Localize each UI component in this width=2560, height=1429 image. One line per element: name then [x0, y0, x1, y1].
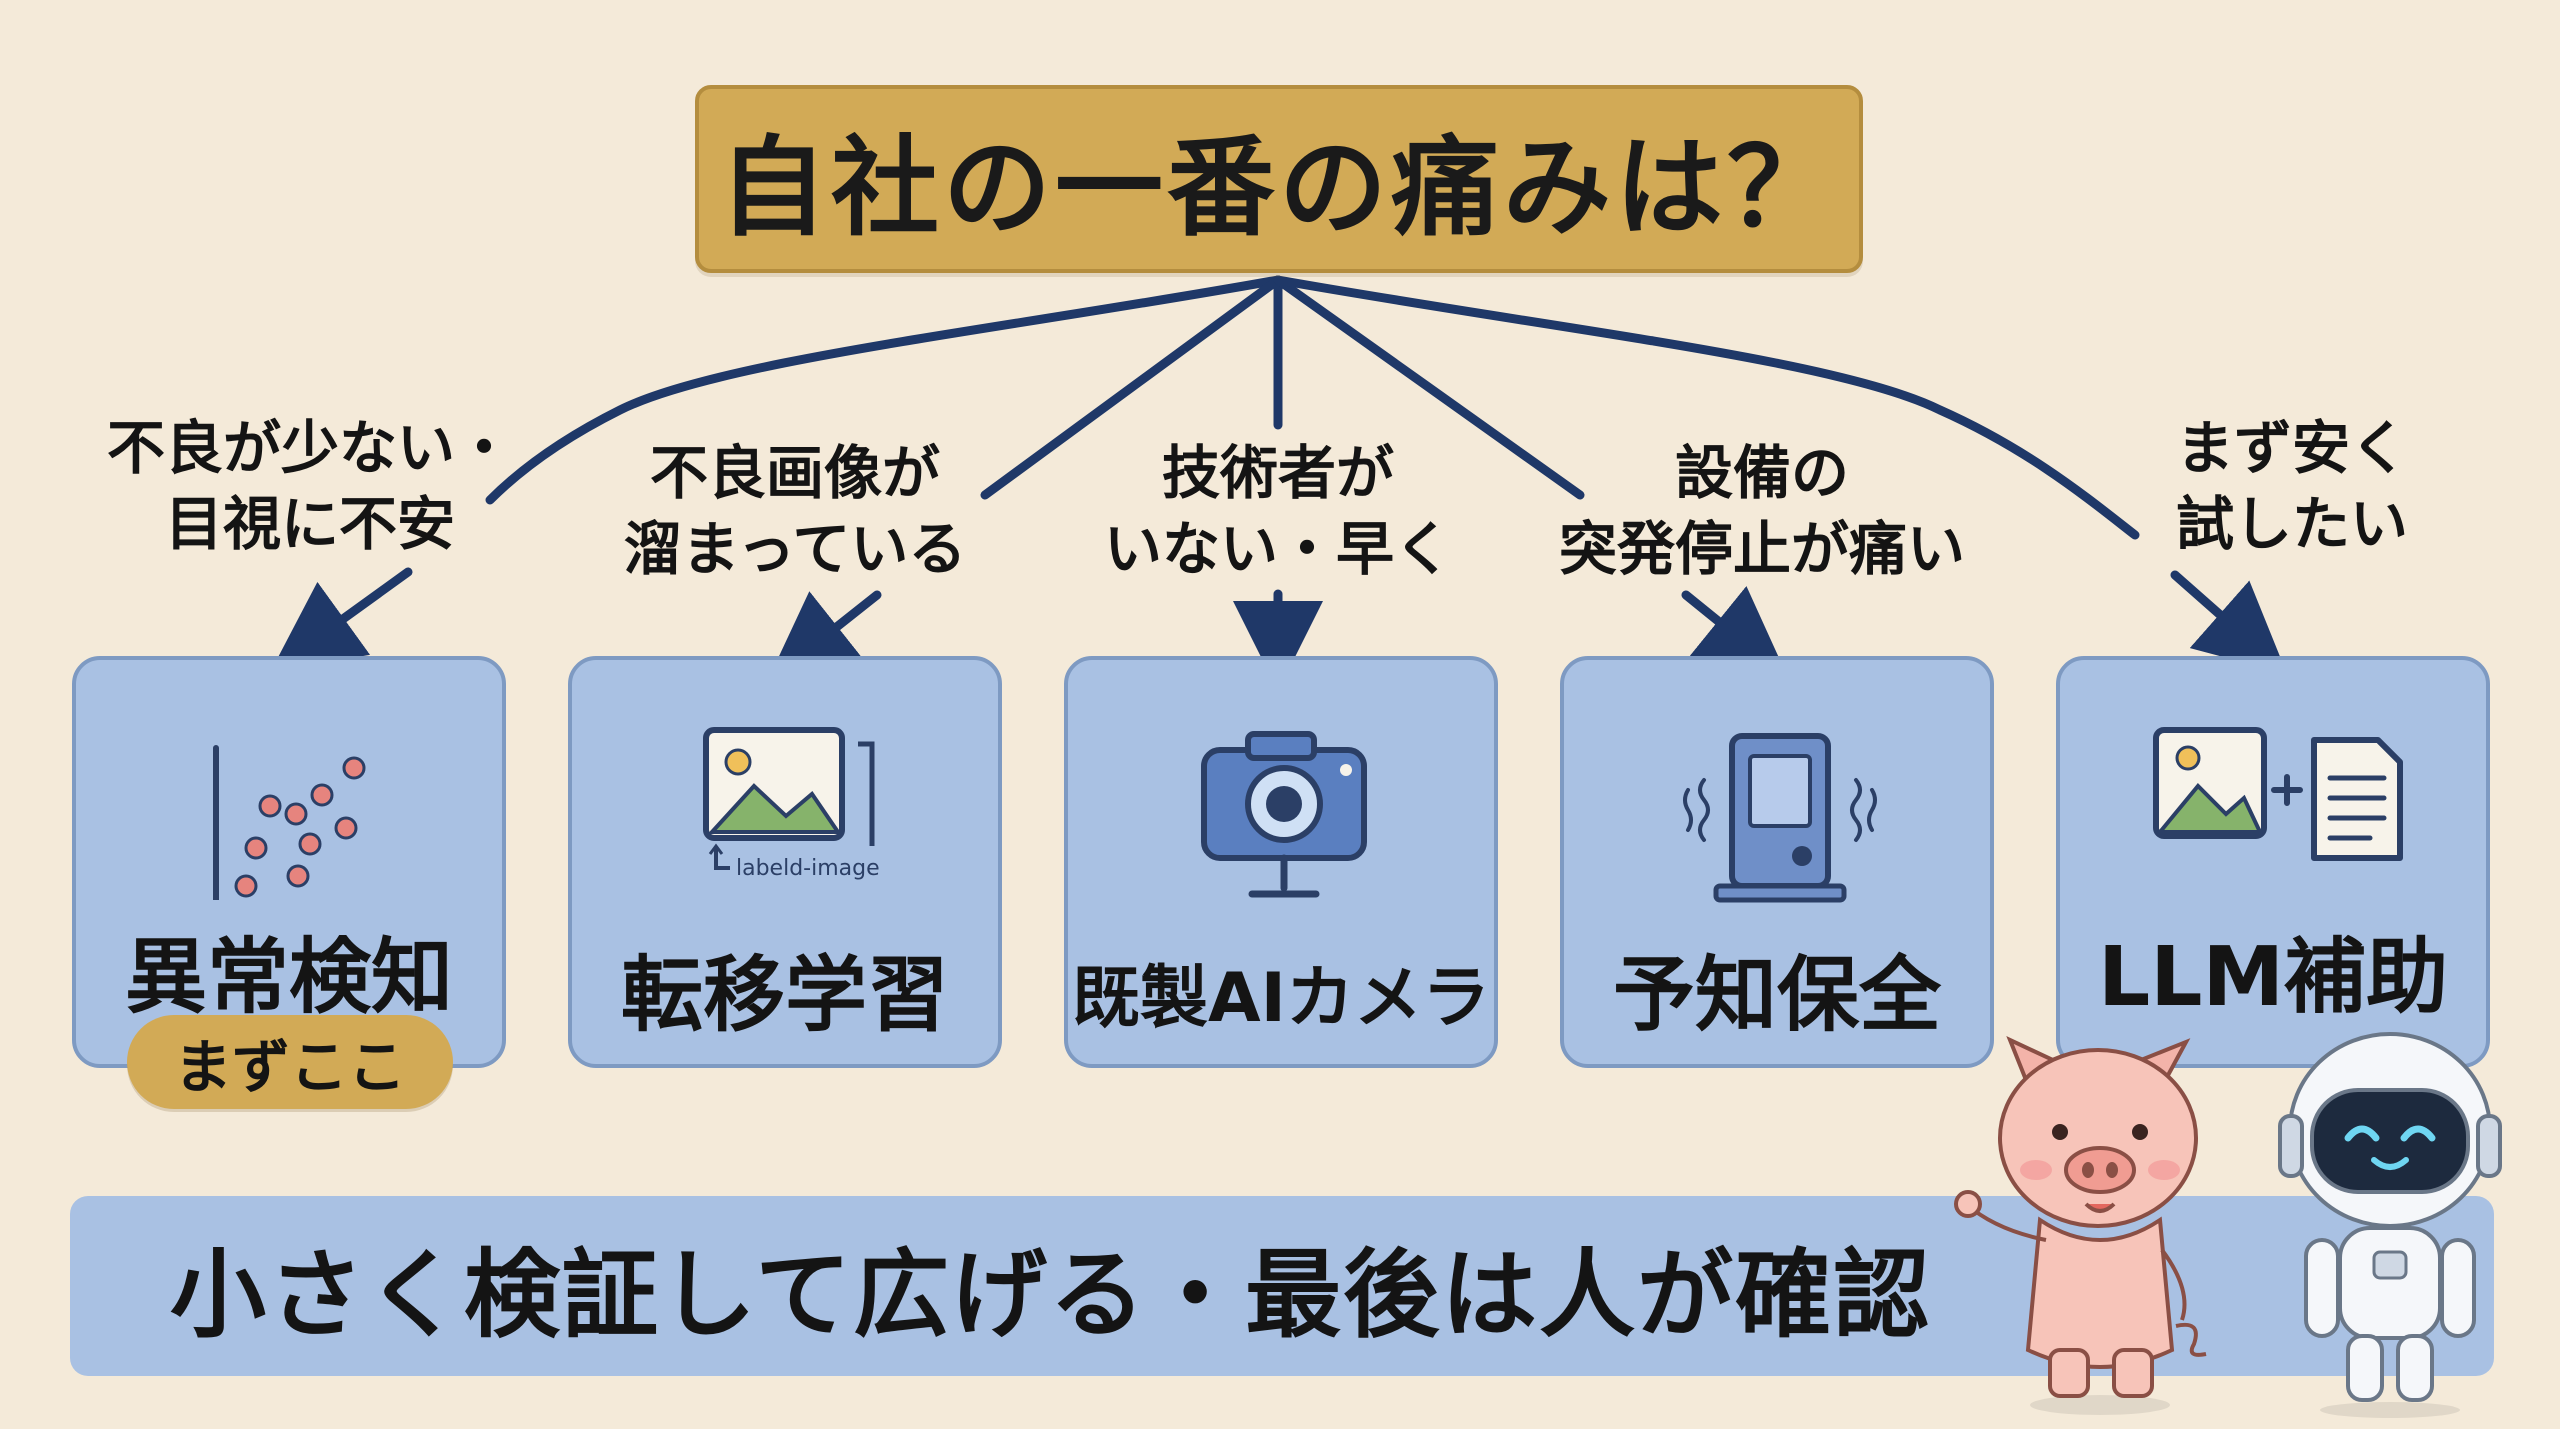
condition-transfer-learning: 不良画像が 溜まっている [585, 435, 1005, 587]
question-title: 自社の一番の痛みは？ [718, 126, 1839, 251]
arrow-to-transfer-learning [980, 275, 1283, 500]
arrow-to-llm-assist [1273, 275, 2140, 540]
card-label: 転移学習 [620, 948, 949, 1043]
card-label: 予知保全 [1612, 948, 1941, 1043]
arrow-to-predictive-maintenance [1273, 275, 1585, 500]
condition-anomaly-detection: 不良が少ない・ 目視に不安 [100, 410, 520, 562]
scatter-plot-icon [213, 745, 366, 900]
card-label: 既製AIカメラ [1072, 959, 1490, 1038]
arrow-to-anomaly-detection-tip [270, 567, 413, 672]
card-anomaly-detection: 異常検知 [72, 656, 506, 1068]
arrow-to-anomaly-detection [485, 275, 1283, 505]
pig-mascot-icon [1954, 1036, 2207, 1415]
card-predictive-maintenance: 予知保全 [1560, 656, 1994, 1068]
card-transfer-learning: labeld-image 転移学習 [568, 656, 1002, 1068]
labeled-image-icon: labeld-image [703, 727, 880, 881]
question-title-box: 自社の一番の痛みは？ [695, 85, 1863, 273]
card-label: 異常検知 [124, 930, 453, 1025]
condition-line: 技術者が [1161, 439, 1394, 507]
bottom-message: 小さく検証して広げる・最後は人が確認 [170, 1238, 1932, 1351]
condition-line: 設備の [1674, 439, 1849, 507]
condition-line: いない・早く [1103, 515, 1452, 583]
condition-line: 突発停止が痛い [1558, 515, 1965, 583]
condition-ai-camera: 技術者が いない・早く [1068, 435, 1488, 587]
arrow-to-transfer-learning-tip [766, 590, 882, 683]
arrow-to-llm-assist-tip [2170, 570, 2287, 674]
image-plus-document-icon [2153, 727, 2403, 861]
condition-llm-assist: まず安く 試したい [2082, 410, 2502, 562]
condition-line: 目視に不安 [164, 490, 455, 558]
card-llm-assist: LLM補助 [2056, 656, 2490, 1068]
condition-line: まず安く [2175, 414, 2408, 482]
card-label: LLM補助 [2097, 930, 2449, 1025]
camera-icon [1201, 731, 1367, 898]
card-ai-camera: 既製AIカメラ [1064, 656, 1498, 1068]
condition-line: 試したい [2175, 490, 2408, 558]
condition-line: 不良画像が [649, 439, 940, 507]
robot-mascot-icon [2278, 1032, 2502, 1418]
arrow-to-predictive-maintenance-tip [1681, 586, 1788, 678]
icon-caption: labeld-image [736, 856, 880, 881]
condition-line: 不良が少ない・ [106, 414, 513, 482]
condition-line: 溜まっている [623, 515, 967, 583]
start-here-badge: まずここ [127, 1015, 453, 1109]
condition-predictive-maintenance: 設備の 突発停止が痛い [1552, 435, 1972, 587]
vibrating-machine-icon [1683, 733, 1877, 903]
